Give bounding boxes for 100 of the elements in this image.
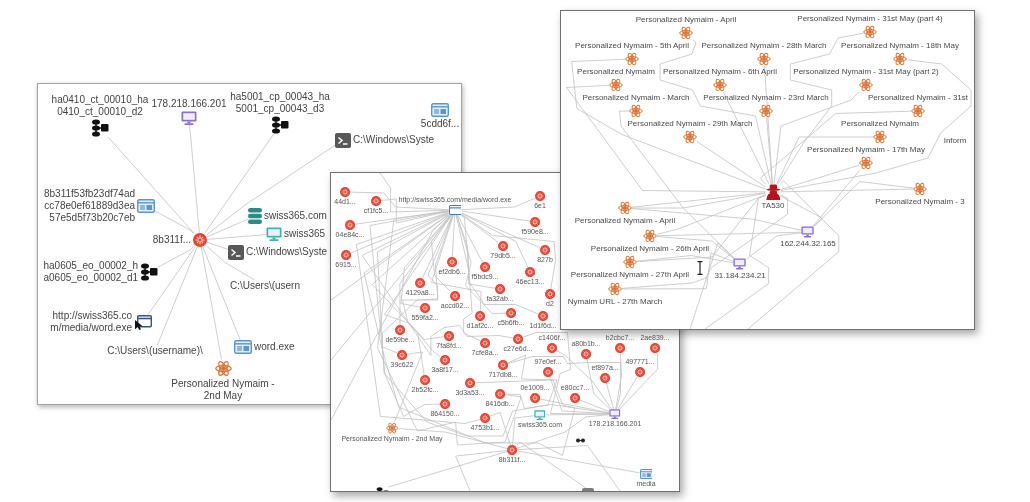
virus-icon <box>506 444 518 456</box>
node-label: 162.244.32.165 <box>780 238 836 249</box>
connector-line <box>504 393 610 414</box>
node-label: Personalized Nymaim - 18th May <box>841 41 959 51</box>
connector-line <box>615 352 622 410</box>
node-label: Personalized Nymaim - 28th March <box>701 41 827 51</box>
connector-line <box>780 188 914 193</box>
monitor-icon <box>801 226 815 238</box>
connector-line <box>556 350 612 410</box>
connector-line <box>696 141 766 188</box>
connector-line <box>579 399 610 413</box>
terminal-icon <box>335 132 351 148</box>
node-label: C:\Users\(username)\ <box>107 345 203 357</box>
atom-icon <box>859 78 873 92</box>
atom-icon <box>629 104 643 118</box>
connector-line <box>460 214 481 341</box>
node-label: Personalized Nymaim - 6th April <box>663 67 777 77</box>
virus-icon <box>512 333 524 345</box>
virus-icon <box>419 374 431 386</box>
connector-line <box>516 414 610 449</box>
connector-line <box>619 110 766 209</box>
connector-line <box>586 358 611 410</box>
connector-line <box>461 197 536 211</box>
connector-line <box>157 246 198 346</box>
virus-icon <box>396 349 408 361</box>
connector-line <box>566 84 766 193</box>
virus-icon <box>479 261 491 273</box>
virus-icon <box>529 216 541 228</box>
node-label: Personalized Nymaim - 26th April <box>590 243 710 254</box>
virus-icon <box>497 240 509 252</box>
connector-line <box>147 246 196 315</box>
spy-icon <box>765 183 781 201</box>
connector-line <box>361 212 514 356</box>
connector-line <box>656 236 734 259</box>
node-label: C:\Windows\Syste <box>353 134 435 146</box>
virus-icon <box>580 348 592 360</box>
connector-line <box>397 428 508 449</box>
connector-line <box>516 441 587 489</box>
connector-line <box>777 32 864 185</box>
virus-icon <box>339 186 351 198</box>
atom-icon <box>759 104 773 118</box>
node-label: http://swiss365.com/media/word.exe <box>50 310 132 334</box>
connector-line <box>331 214 450 421</box>
app-window-icon <box>234 340 252 354</box>
virus-icon <box>479 337 491 349</box>
virus-icon <box>394 324 406 336</box>
virus-icon <box>534 190 546 202</box>
node-label: 5cdd6f... <box>420 118 460 130</box>
node-label: 8b311f53fb23df74adcc78e0ef61889d3ea57e5d5f73b20c7eb <box>43 188 135 224</box>
atom-icon <box>608 282 622 296</box>
connector-line <box>331 214 449 301</box>
node-label: ha5001_cp_00043_ha5001_cp_00043_d3 <box>230 91 330 115</box>
connector-line <box>461 214 556 290</box>
virus-icon <box>494 388 506 400</box>
connector-line <box>461 212 541 249</box>
connector-line <box>621 252 734 290</box>
connector-line <box>489 412 511 446</box>
virus-icon <box>193 233 207 247</box>
connector-line <box>157 246 194 268</box>
connector-line <box>379 173 449 213</box>
connector-line <box>107 136 195 234</box>
connector-line <box>813 181 914 227</box>
connector-line <box>571 58 766 190</box>
app-window-icon <box>137 199 155 213</box>
atom-icon <box>757 52 771 66</box>
connector-line <box>606 382 614 410</box>
connector-line <box>206 241 229 250</box>
node-label: 31.184.234.21 <box>714 270 766 281</box>
atom-icon <box>911 104 925 118</box>
virus-icon <box>464 377 476 389</box>
atom-icon <box>713 78 727 92</box>
browser-window-icon <box>134 314 152 330</box>
node-label: ha0410_ct_00010_ha0410_ct_00010_d2 <box>50 94 150 118</box>
node-label: Personalized Nymaim - 23rd March <box>703 93 829 103</box>
connector-line <box>206 234 267 240</box>
connector-line <box>349 191 449 211</box>
node-label: Personalized Nymaim - 31st <box>868 93 968 103</box>
node-label: 178.218.166.201 <box>151 98 227 110</box>
virus-icon <box>344 219 356 231</box>
virus-icon <box>414 277 426 289</box>
flowchart-icon <box>91 119 109 137</box>
atom-icon <box>618 201 632 215</box>
atom-icon <box>679 26 693 40</box>
connector-line <box>512 415 535 446</box>
node-label: Personalized Nymaim - 31st May (part 4) <box>797 14 943 24</box>
connector-line <box>356 211 481 424</box>
connector-line <box>780 164 860 191</box>
connector-line <box>689 242 735 329</box>
virus-icon <box>439 354 451 366</box>
node-label: Personalized Nymaim - 17th May <box>807 145 925 155</box>
connector-line <box>746 232 802 260</box>
node-label: ha0605_eo_00002_ha0605_eo_00002_d1 <box>42 260 138 284</box>
virus-icon <box>544 288 556 300</box>
connector-line <box>457 214 483 263</box>
atom-icon <box>863 25 877 39</box>
database-icon <box>248 208 262 224</box>
node-label: C:\Windows\Syste <box>246 246 328 258</box>
connector-line <box>507 356 621 410</box>
connector-line <box>516 445 621 491</box>
virus-icon <box>524 266 536 278</box>
